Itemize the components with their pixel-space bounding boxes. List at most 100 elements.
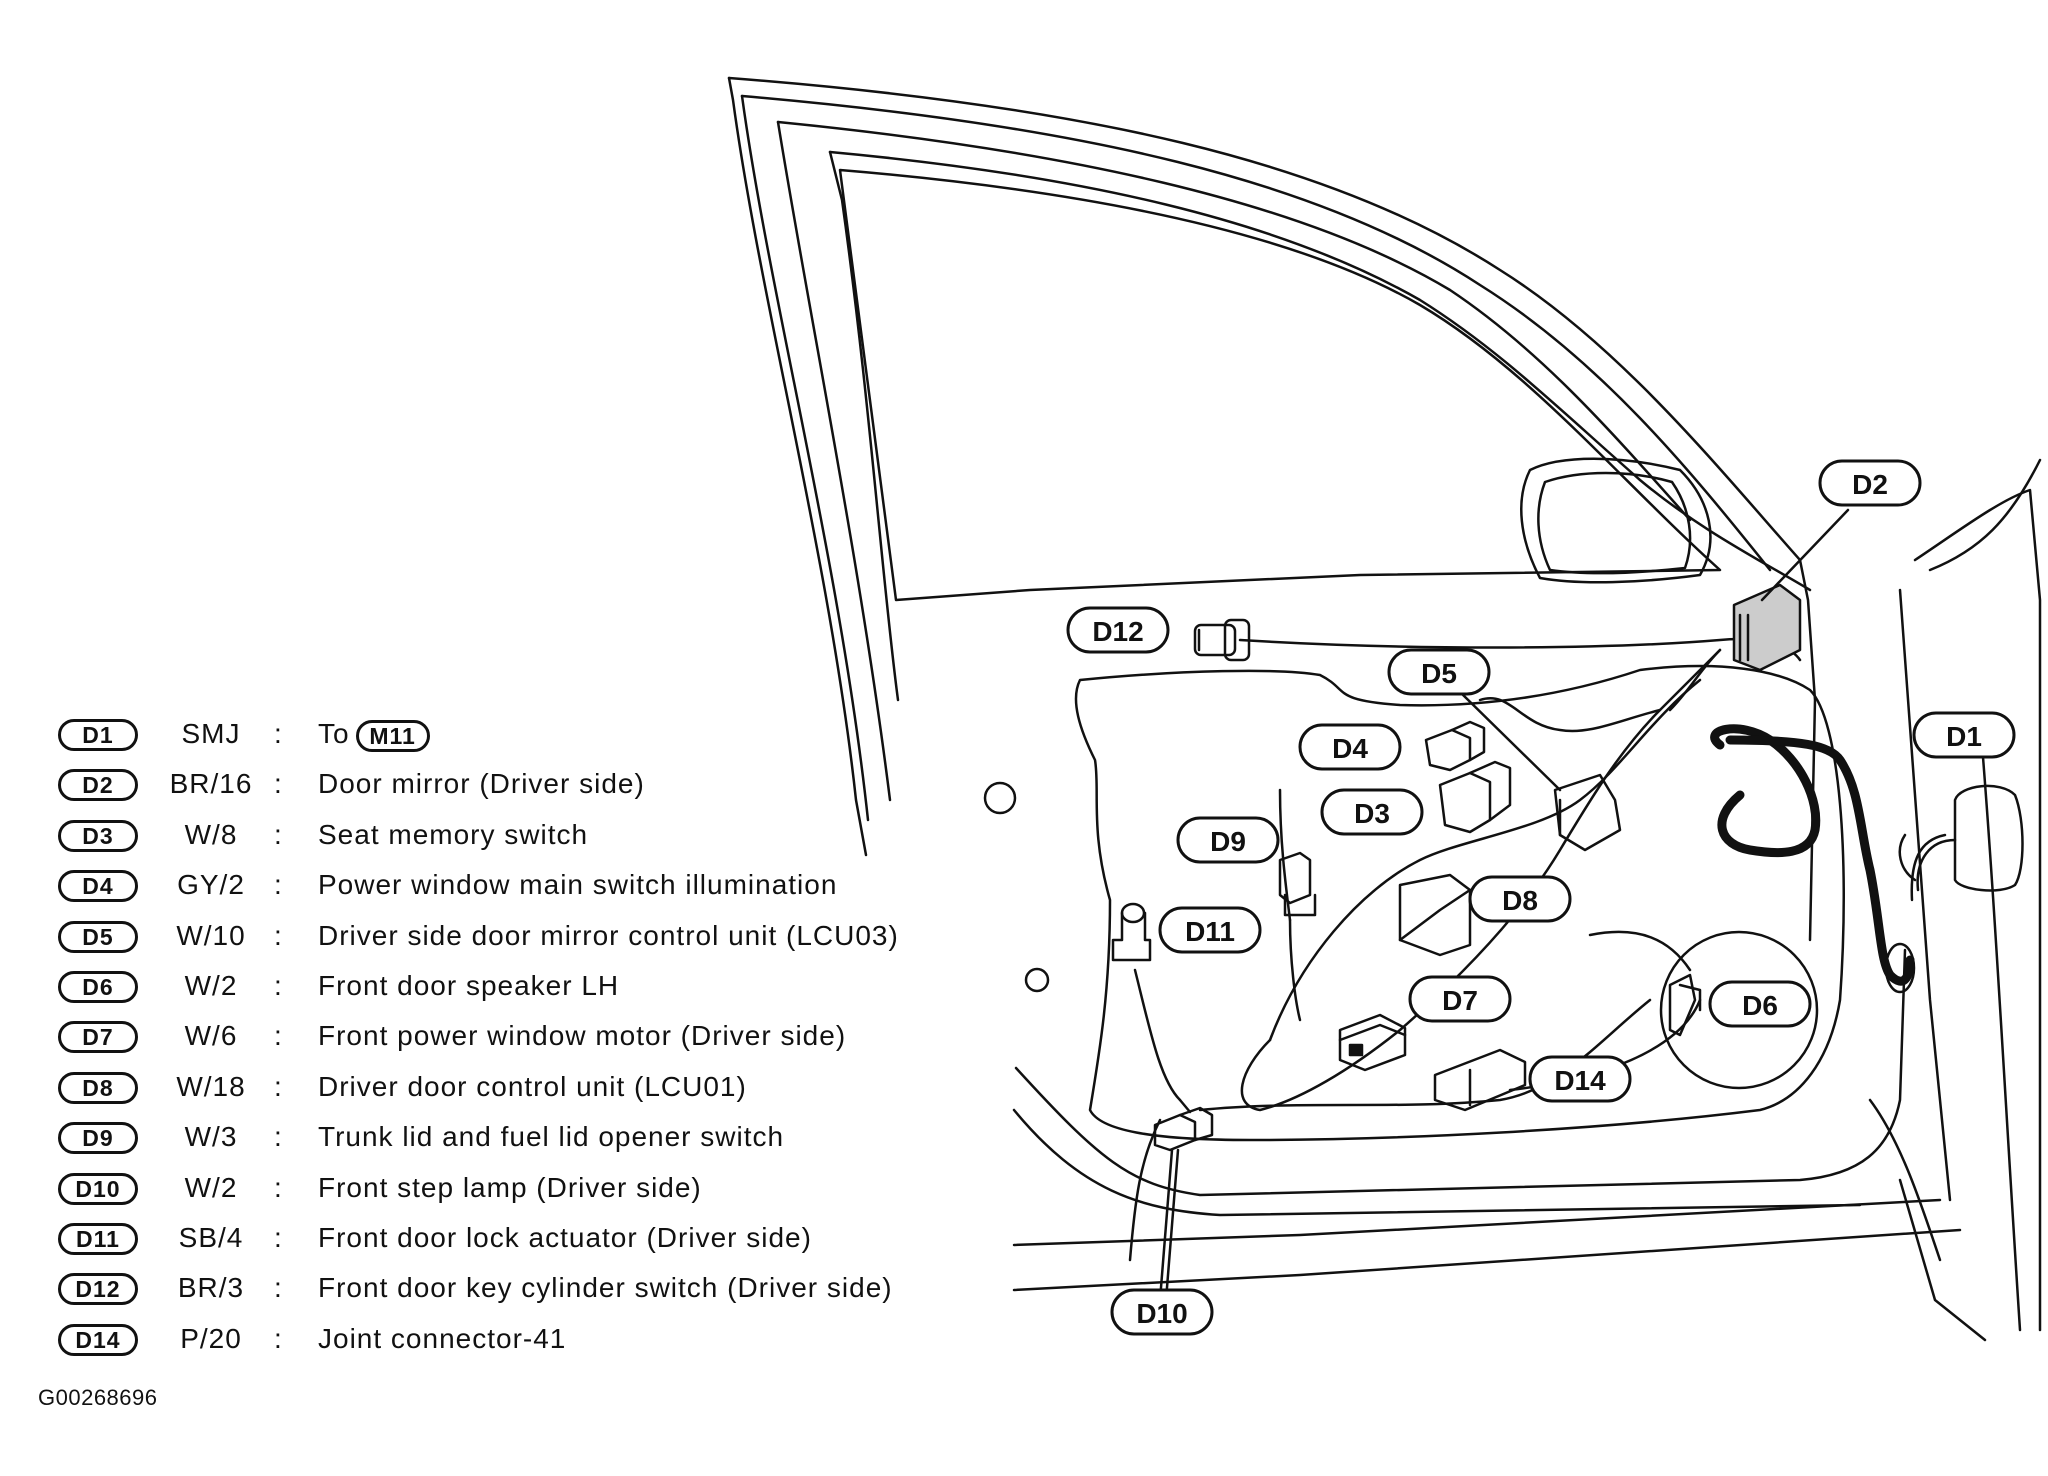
legend-row-d5: D5 W/10 : Driver side door mirror contro…	[56, 914, 1016, 964]
connector-d12	[1193, 618, 1251, 662]
connector-d6	[1668, 973, 1702, 1037]
door-frame	[727, 76, 1817, 942]
connector-d2	[1732, 583, 1802, 672]
legend-description: Trunk lid and fuel lid opener switch	[318, 1121, 785, 1153]
callout-d6: D6	[1708, 980, 1812, 1028]
wire-code: SMJ	[181, 718, 241, 749]
legend-row-d11: D11 SB/4 : Front door lock actuator (Dri…	[56, 1216, 1016, 1266]
connector-badge: D8	[58, 1071, 138, 1104]
legend-description: Joint connector-41	[318, 1322, 567, 1354]
callout-d10: D10	[1110, 1288, 1214, 1336]
svg-text:D9: D9	[1210, 826, 1246, 857]
connector-badge: D7	[58, 1021, 138, 1054]
callout-d11: D11	[1158, 906, 1262, 954]
window-glass	[838, 168, 1722, 602]
connector-d8	[1398, 873, 1472, 957]
wire-code: GY/2	[177, 869, 245, 901]
svg-text:D8: D8	[1502, 885, 1538, 916]
callout-d9: D9	[1176, 816, 1280, 864]
legend-row-d14: D14 P/20 : Joint connector-41	[56, 1317, 1016, 1367]
legend-row-d6: D6 W/2 : Front door speaker LH	[56, 964, 1016, 1014]
wire-code: W/10	[176, 919, 246, 951]
leader-lines	[1158, 508, 1850, 1302]
connector-badge: D2	[58, 769, 138, 802]
connector-d7	[1338, 1013, 1407, 1072]
connector-badge: D1	[58, 719, 138, 751]
callout-d3: D3	[1320, 788, 1424, 836]
connector-d4	[1424, 720, 1486, 772]
legend-row-d2: D2 BR/16 : Door mirror (Driver side)	[56, 762, 1016, 812]
connector-badge: D12	[58, 1273, 138, 1306]
wire-code: BR/16	[169, 768, 253, 800]
wire-code: BR/3	[177, 1272, 245, 1304]
body-holes	[983, 781, 1050, 993]
figure-id: G00268696	[38, 1385, 158, 1410]
connector-d3	[1438, 760, 1512, 834]
callout-d12: D12	[1066, 606, 1170, 654]
reference-badge: M11	[355, 719, 430, 752]
svg-text:D11: D11	[1185, 916, 1235, 947]
connector-d10	[1153, 1106, 1214, 1152]
legend-description: Door mirror (Driver side)	[318, 768, 645, 800]
callout-d7: D7	[1408, 975, 1512, 1023]
connector-badge: D14	[58, 1323, 138, 1356]
connector-badge: D10	[58, 1172, 138, 1205]
wire-code: W/8	[184, 818, 238, 850]
connector-d14	[1433, 1048, 1527, 1112]
legend-row-d8: D8 W/18 : Driver door control unit (LCU0…	[56, 1065, 1016, 1115]
speaker-opening	[1659, 930, 1819, 1090]
svg-text:D3: D3	[1354, 798, 1390, 829]
wire-code: W/3	[184, 1121, 238, 1153]
callout-d5: D5	[1387, 648, 1491, 696]
legend-description: Driver side door mirror control unit (LC…	[318, 919, 899, 951]
wire-code: W/2	[184, 1171, 238, 1203]
connector-badge: D6	[58, 970, 138, 1003]
connector-badge: D3	[58, 819, 138, 852]
connector-badge: D4	[58, 870, 138, 903]
connector-badge: D5	[58, 920, 138, 953]
legend-description: Front power window motor (Driver side)	[318, 1020, 847, 1052]
svg-text:D1: D1	[1946, 721, 1982, 752]
main-harness	[1710, 724, 1915, 986]
connector-d11	[1111, 902, 1152, 962]
connector-d5	[1553, 773, 1622, 852]
svg-text:D10: D10	[1136, 1298, 1187, 1329]
legend-description: Front door key cylinder switch (Driver s…	[318, 1272, 893, 1304]
svg-text:D12: D12	[1092, 616, 1143, 647]
svg-text:D5: D5	[1421, 658, 1457, 689]
svg-text:D2: D2	[1852, 469, 1888, 500]
legend-description: Power window main switch illumination	[318, 869, 838, 901]
legend-description: Front door speaker LH	[318, 969, 620, 1001]
wire-code: W/18	[176, 1070, 246, 1102]
legend-row-d9: D9 W/3 : Trunk lid and fuel lid opener s…	[56, 1115, 1016, 1165]
wire-code: SB/4	[178, 1221, 244, 1253]
legend-row-d3: D3 W/8 : Seat memory switch	[56, 813, 1016, 863]
legend-description: Driver door control unit (LCU01)	[318, 1070, 747, 1102]
callout-d8: D8	[1468, 875, 1572, 923]
connector-d9	[1278, 851, 1317, 917]
wire-code: P/20	[180, 1322, 242, 1354]
legend-row-d4: D4 GY/2 : Power window main switch illum…	[56, 863, 1016, 913]
svg-text:D14: D14	[1554, 1065, 1606, 1096]
door-mirror	[1520, 457, 1712, 584]
legend-row-d12: D12 BR/3 : Front door key cylinder switc…	[56, 1266, 1016, 1316]
svg-text:D4: D4	[1332, 733, 1368, 764]
legend-description: Seat memory switch	[318, 818, 589, 850]
connector-badge: D9	[58, 1122, 138, 1155]
legend-row-d7: D7 W/6 : Front power window motor (Drive…	[56, 1014, 1016, 1064]
connector-badge: D11	[58, 1222, 138, 1255]
inner-door-panel	[1012, 664, 1907, 1217]
wire-code: W/6	[184, 1020, 238, 1052]
callout-d1: D1	[1912, 711, 2016, 759]
svg-text:D7: D7	[1442, 985, 1478, 1016]
svg-text:D6: D6	[1742, 990, 1778, 1021]
legend-description: Front step lamp (Driver side)	[318, 1171, 702, 1203]
door-lower-lines	[1012, 458, 2042, 1342]
legend-row-d10: D10 W/2 : Front step lamp (Driver side)	[56, 1166, 1016, 1216]
callout-d14: D14	[1528, 1055, 1632, 1103]
